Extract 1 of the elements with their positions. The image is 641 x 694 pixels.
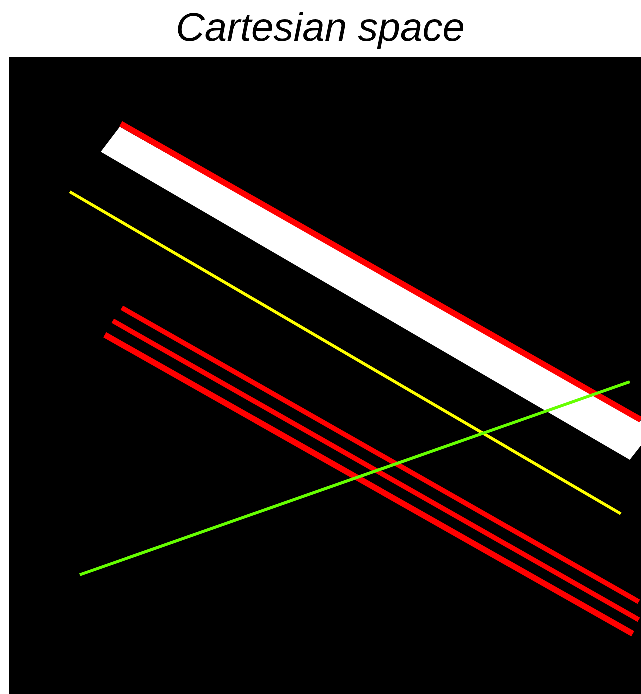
chart-title: Cartesian space <box>174 5 466 52</box>
